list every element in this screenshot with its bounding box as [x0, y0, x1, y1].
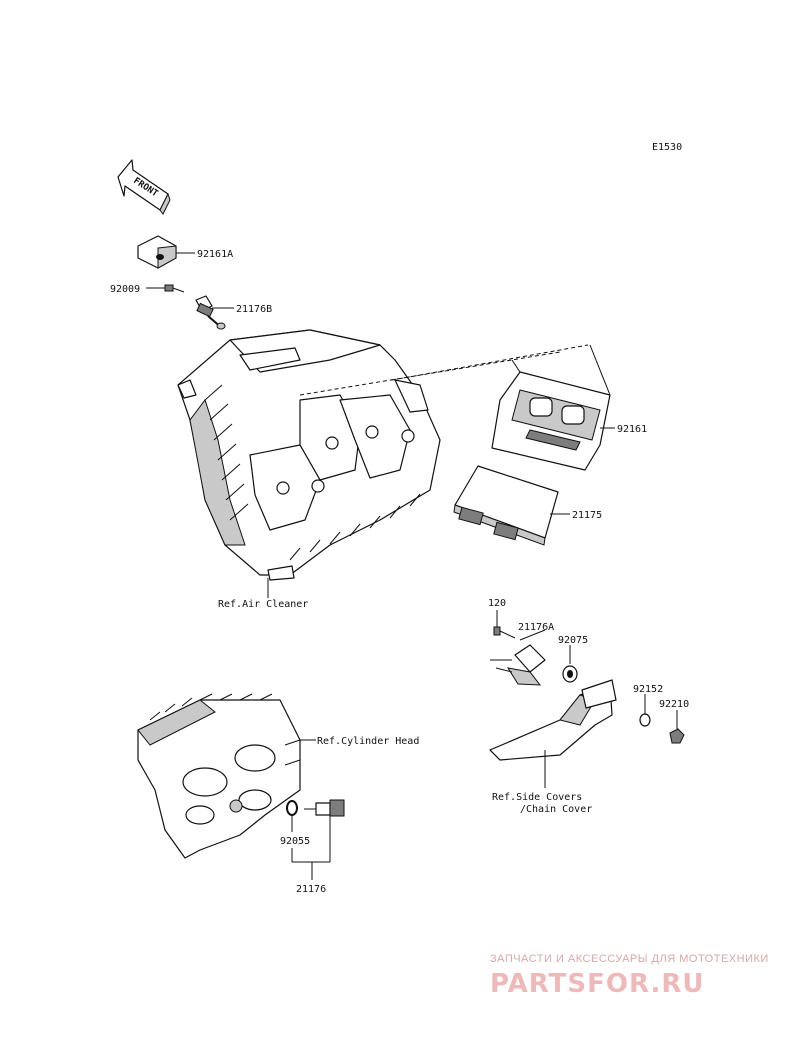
bolt-120: [493, 626, 516, 639]
collar-92152: [639, 713, 651, 727]
rubber-block-92161a: [137, 235, 177, 269]
air-cleaner-housing: [177, 329, 441, 581]
label-ref-cylinder-head: Ref.Cylinder Head: [317, 736, 419, 747]
label-21176: 21176: [296, 884, 326, 895]
ecu-bracket-92161: [491, 344, 611, 471]
label-92075: 92075: [558, 635, 588, 646]
label-92210: 92210: [659, 699, 689, 710]
sensor-21176a: [490, 644, 546, 686]
label-21176a: 21176A: [518, 622, 554, 633]
label-21175: 21175: [572, 510, 602, 521]
label-92152: 92152: [633, 684, 663, 695]
watermark-tagline: ЗАПЧАСТИ И АКСЕССУАРЫ ДЛЯ МОТОТЕХНИКИ: [490, 953, 769, 965]
sensor-21176: [304, 799, 345, 817]
label-92009: 92009: [110, 284, 140, 295]
cylinder-head: [137, 693, 301, 859]
ecu-unit-21175: [453, 465, 559, 546]
sensor-21176b: [195, 295, 226, 330]
label-92161a: 92161A: [197, 249, 233, 260]
front-arrow-icon: FRONT: [117, 159, 171, 215]
o-ring-92055: [286, 800, 298, 816]
side-cover-bracket: [489, 679, 617, 761]
label-ref-air-cleaner: Ref.Air Cleaner: [218, 599, 308, 610]
screw-92009: [164, 284, 185, 293]
label-ref-side-covers: Ref.Side Covers: [492, 792, 582, 803]
label-120: 120: [488, 598, 506, 609]
watermark-logo: PARTSFOR.RU: [490, 969, 704, 999]
label-ref-chain-cover: /Chain Cover: [520, 804, 592, 815]
label-92161: 92161: [617, 424, 647, 435]
nut-92210: [669, 728, 685, 744]
label-21176b: 21176B: [236, 304, 272, 315]
grommet-92075: [562, 665, 578, 683]
label-92055: 92055: [280, 836, 310, 847]
diagram-code: E1530: [652, 142, 682, 153]
